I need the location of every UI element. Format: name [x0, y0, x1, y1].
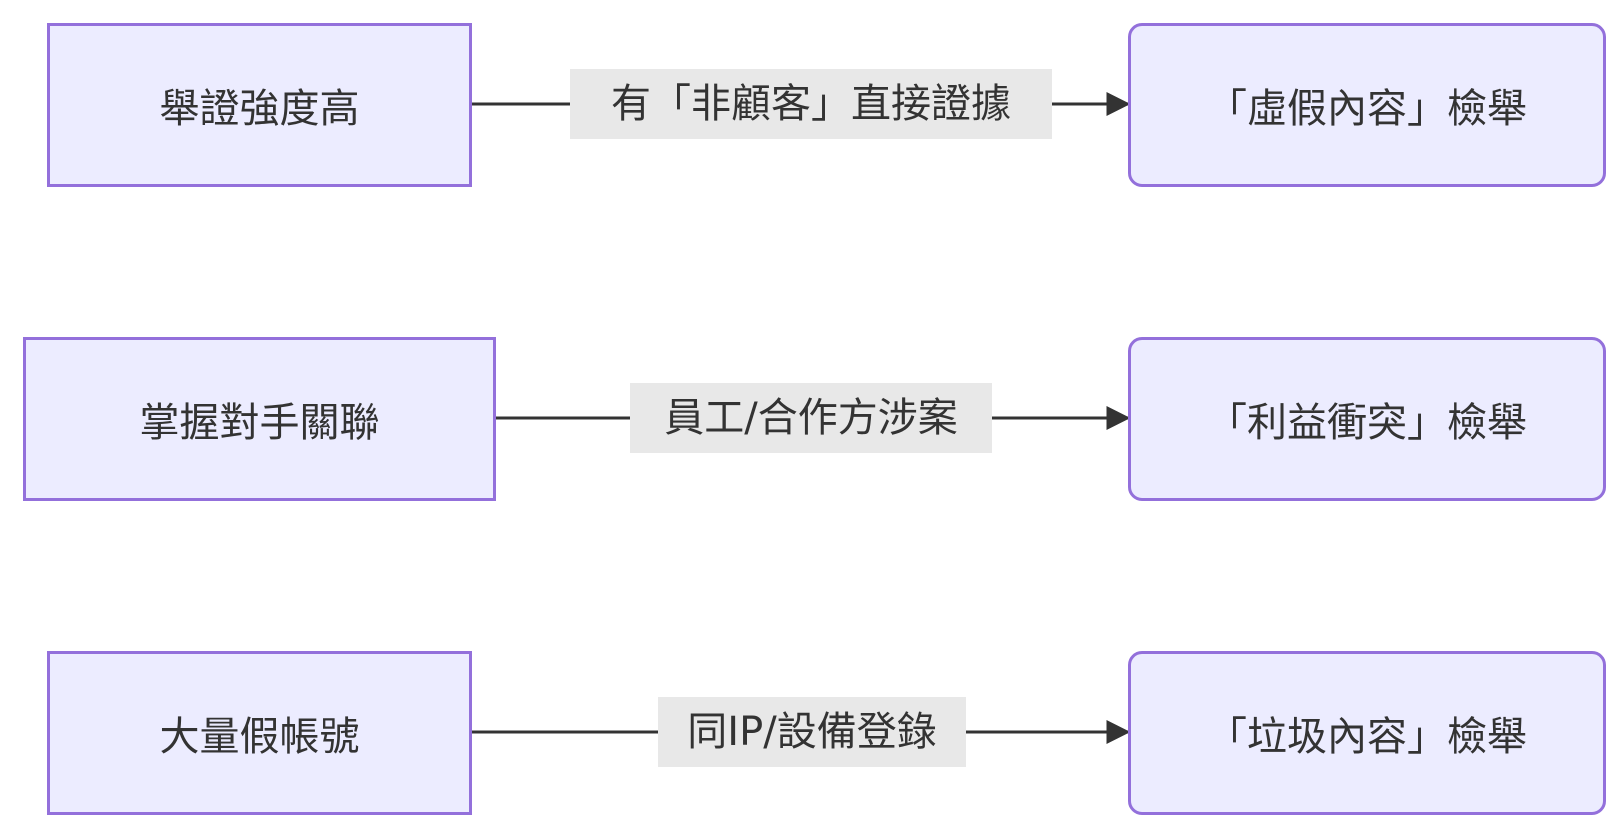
edge-label-2: 員工/合作方涉案 [630, 383, 992, 453]
source-node-3: 大量假帳號 [47, 651, 472, 815]
target-node-3: 「垃圾內容」檢舉 [1128, 651, 1606, 815]
target-node-1: 「虛假內容」檢舉 [1128, 23, 1606, 187]
edge-label-1: 有「非顧客」直接證據 [570, 69, 1052, 139]
edge-label-3: 同IP/設備登錄 [658, 697, 966, 767]
target-node-2: 「利益衝突」檢舉 [1128, 337, 1606, 501]
source-node-2: 掌握對手關聯 [23, 337, 496, 501]
source-node-1: 舉證強度高 [47, 23, 472, 187]
